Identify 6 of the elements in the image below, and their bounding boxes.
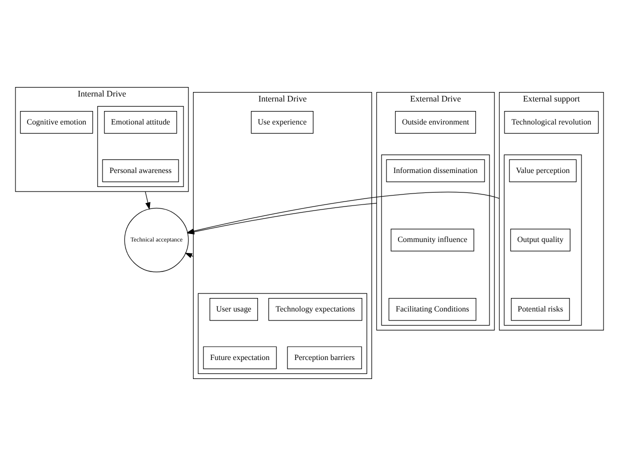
cluster — [381, 154, 490, 326]
arrow — [144, 191, 150, 210]
cluster — [97, 106, 184, 187]
cluster — [504, 154, 582, 326]
arrow — [184, 252, 194, 258]
cluster — [198, 293, 368, 374]
